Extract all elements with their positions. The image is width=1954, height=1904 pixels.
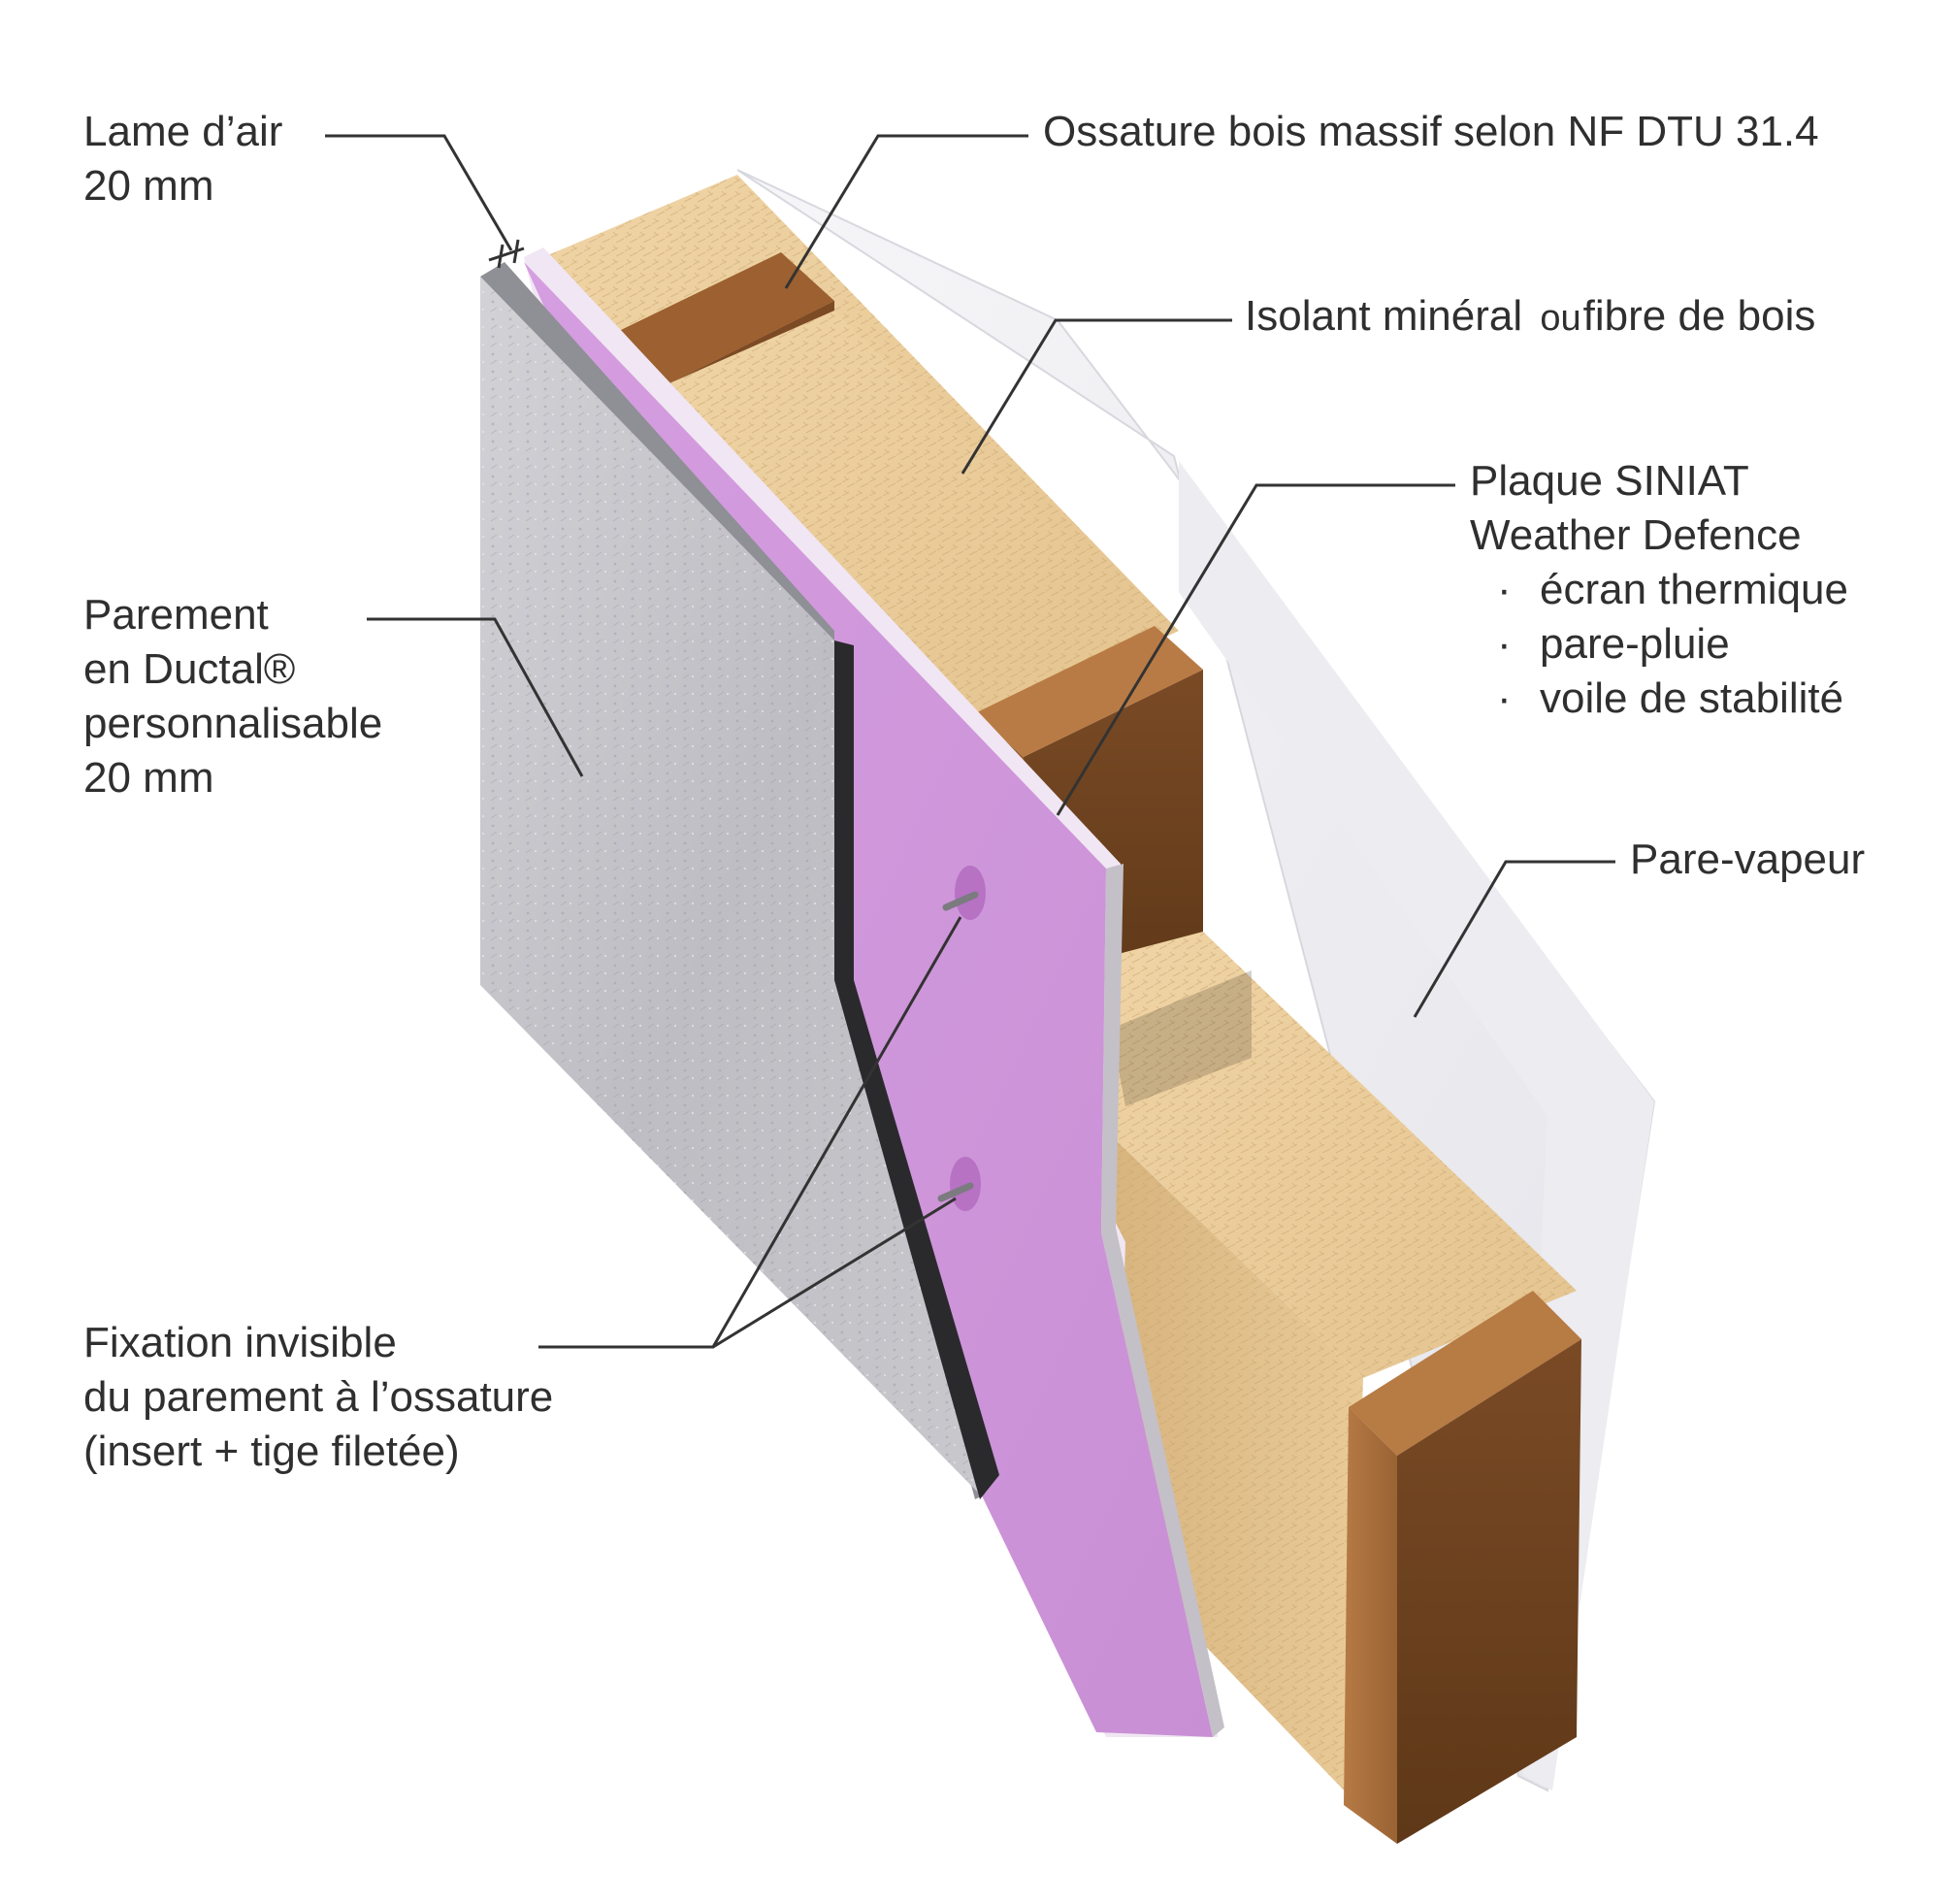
insulation-connector: ou xyxy=(1540,298,1581,339)
leader-timber-frame xyxy=(784,134,1028,289)
vapour-barrier-title: Pare-vapeur xyxy=(1630,836,1866,883)
fixing-line-3: (insert + tige filetée) xyxy=(83,1428,460,1475)
facing-line-1: Parement xyxy=(83,591,269,639)
timber-frame-title: Ossature bois massif selon NF DTU 31.4 xyxy=(1043,108,1819,155)
air-gap-thickness: 20 mm xyxy=(83,162,214,210)
insulation-title-a: Isolant minéral xyxy=(1245,292,1523,340)
facing-line-2: en Ductal® xyxy=(83,645,296,693)
insulation-title-b: fibre de bois xyxy=(1582,292,1816,340)
insulation-upper-front xyxy=(669,311,1155,713)
board-function-2: ·pare-pluie xyxy=(1497,620,1730,668)
facing-line-3: personnalisable xyxy=(83,700,383,747)
facing-thickness: 20 mm xyxy=(83,754,214,802)
air-gap-marker xyxy=(488,239,525,269)
label-facing: Parement en Ductal® personnalisable 20 m… xyxy=(83,588,382,805)
board-title-2: Weather Defence xyxy=(1470,511,1802,559)
insulation-lower xyxy=(1111,932,1577,1795)
fixing-line-2: du parement à l’ossature xyxy=(83,1373,554,1421)
timber-stud-lower xyxy=(1344,1291,1581,1844)
leader-air-gap xyxy=(325,134,513,251)
board-function-1: ·écran thermique xyxy=(1497,566,1848,613)
leader-board xyxy=(1056,483,1455,816)
leader-insulation xyxy=(961,318,1232,475)
label-vapour-barrier: Pare-vapeur xyxy=(1630,833,1865,887)
leader-lines xyxy=(325,134,1615,1349)
leader-facing xyxy=(367,617,584,777)
label-board: Plaque SINIAT Weather Defence ·écran the… xyxy=(1470,454,1848,726)
label-timber-frame: Ossature bois massif selon NF DTU 31.4 xyxy=(1043,105,1819,159)
leader-vapour-barrier xyxy=(1413,860,1615,1018)
ductal-facing xyxy=(480,262,999,1499)
fixing-line-1: Fixation invisible xyxy=(83,1319,397,1366)
fixing-insert-lower xyxy=(937,1157,981,1211)
board-function-3: ·voile de stabilité xyxy=(1497,674,1844,722)
leader-fixing-secondary xyxy=(712,1197,957,1349)
board-title-1: Plaque SINIAT xyxy=(1470,457,1749,505)
label-air-gap: Lame d’air 20 mm xyxy=(83,105,282,213)
fixing-insert-upper xyxy=(942,866,986,920)
label-insulation: Isolant minéral oufibre de bois xyxy=(1245,289,1815,345)
label-fixing: Fixation invisible du parement à l’ossat… xyxy=(83,1316,553,1479)
air-gap-title: Lame d’air xyxy=(83,108,283,155)
